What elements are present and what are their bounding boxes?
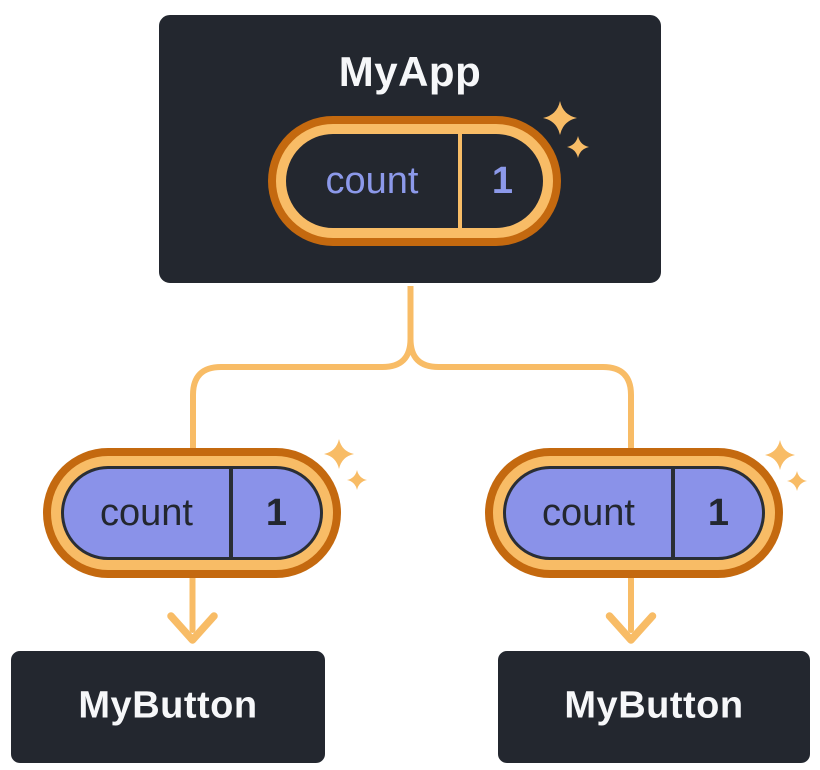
state-label: count <box>100 491 193 534</box>
state-value: 1 <box>491 159 514 202</box>
sparkle-icon <box>324 439 367 490</box>
arrow-left-head <box>167 612 218 644</box>
state-label: count <box>542 491 635 534</box>
state-pill-right: count 1 <box>503 466 765 560</box>
arrow-right-head <box>605 612 657 644</box>
node-mybutton-title: MyButton <box>78 684 258 727</box>
state-pill-myapp: count 1 <box>276 124 553 238</box>
connector-right-branch <box>407 281 634 458</box>
connector-left-branch <box>190 281 414 458</box>
node-myapp-title: MyApp <box>338 48 482 95</box>
pill-divider <box>671 469 675 557</box>
pill-divider <box>458 134 462 228</box>
pill-divider <box>229 469 233 557</box>
node-mybutton-title: MyButton <box>564 684 744 727</box>
state-value: 1 <box>707 491 730 534</box>
state-value: 1 <box>265 491 288 534</box>
node-mybutton-left: MyButton <box>8 648 328 766</box>
state-label: count <box>325 159 419 202</box>
sparkle-icon <box>543 101 589 158</box>
state-pill-left: count 1 <box>61 466 323 560</box>
sparkle-icon <box>765 440 807 491</box>
node-mybutton-right: MyButton <box>495 648 813 766</box>
